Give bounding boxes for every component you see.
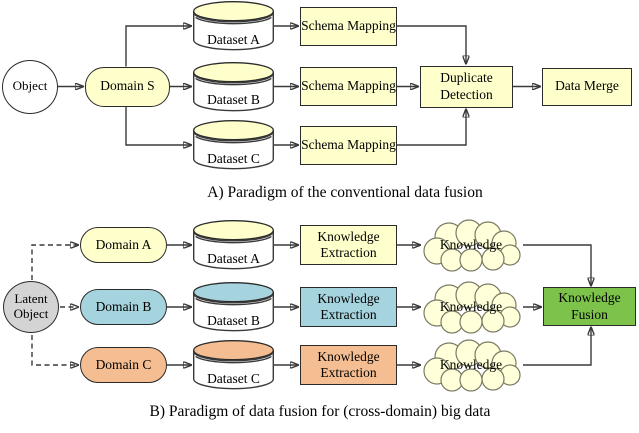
knowledge-fusion-label: Knowledge Fusion (558, 290, 621, 322)
dataset-b2-label: Dataset B (207, 312, 260, 328)
dataset-a2-cylinder: Dataset A (193, 220, 274, 270)
schema-mapping-box-2: Schema Mapping (300, 67, 397, 106)
knowledge-cloud-2-label: Knowledge (439, 298, 503, 314)
latent-object-label: Latent Object (13, 291, 49, 321)
domain-b-node: Domain B (80, 289, 167, 325)
knowledge-cloud-2: Knowledge (419, 280, 523, 334)
domain-a-node: Domain A (80, 227, 167, 263)
edge-cloud-1-to-fusion (523, 244, 591, 286)
dataset-a2-label: Dataset A (207, 250, 260, 266)
edge-schema-3-to-duplicate (397, 110, 466, 146)
dataset-a-cylinder: Dataset A (193, 1, 274, 51)
object-node: Object (2, 59, 58, 114)
dataset-b2-cylinder: Dataset B (193, 282, 274, 332)
knowledge-extraction-2-label: Knowledge Extraction (317, 290, 380, 322)
dataset-c2-label: Dataset C (207, 370, 260, 386)
schema-mapping-box-1: Schema Mapping (300, 6, 397, 46)
edge-latent-to-domain-c (31, 335, 78, 365)
schema-mapping-3-label: Schema Mapping (301, 136, 396, 152)
knowledge-cloud-1-label: Knowledge (439, 236, 503, 252)
domain-c-node: Domain C (80, 347, 167, 383)
domain-b-label: Domain B (95, 298, 152, 314)
knowledge-cloud-3-label: Knowledge (439, 356, 503, 372)
knowledge-fusion-box: Knowledge Fusion (543, 287, 636, 326)
edge-domain-s-to-dataset-c (125, 106, 191, 146)
data-merge-label: Data Merge (555, 78, 619, 94)
knowledge-extraction-3-label: Knowledge Extraction (317, 348, 380, 380)
dataset-c2-cylinder: Dataset C (193, 340, 274, 390)
knowledge-cloud-3: Knowledge (419, 338, 523, 392)
edge-cloud-3-to-fusion (523, 328, 591, 366)
dataset-b-label: Dataset B (207, 92, 260, 108)
dataset-b-cylinder: Dataset B (193, 61, 274, 112)
domain-s-label: Domain S (100, 78, 155, 94)
knowledge-extraction-box-1: Knowledge Extraction (300, 225, 397, 265)
duplicate-detection-label: Duplicate Detection (440, 70, 493, 102)
section-b-caption: B) Paradigm of data fusion for (cross-do… (149, 403, 491, 420)
object-label: Object (12, 78, 48, 94)
schema-mapping-1-label: Schema Mapping (301, 17, 396, 33)
schema-mapping-box-3: Schema Mapping (300, 125, 397, 165)
duplicate-detection-box: Duplicate Detection (420, 65, 513, 108)
schema-mapping-2-label: Schema Mapping (301, 78, 396, 94)
dataset-a-label: Dataset A (207, 31, 260, 47)
dataset-c-label: Dataset C (207, 150, 260, 166)
knowledge-extraction-box-3: Knowledge Extraction (300, 345, 397, 385)
knowledge-cloud-1: Knowledge (419, 218, 523, 272)
domain-c-label: Domain C (95, 356, 152, 372)
domain-a-label: Domain A (95, 236, 152, 252)
edge-schema-1-to-duplicate (397, 25, 466, 64)
domain-s-node: Domain S (85, 66, 170, 107)
data-merge-box: Data Merge (542, 67, 632, 106)
edge-domain-s-to-dataset-a (125, 26, 191, 67)
latent-object-node: Latent Object (3, 281, 59, 333)
section-a-caption: A) Paradigm of the conventional data fus… (207, 184, 483, 201)
dataset-c-cylinder: Dataset C (193, 120, 274, 170)
edge-latent-to-domain-a (31, 245, 78, 280)
knowledge-extraction-box-2: Knowledge Extraction (300, 287, 397, 327)
knowledge-extraction-1-label: Knowledge Extraction (317, 228, 380, 260)
